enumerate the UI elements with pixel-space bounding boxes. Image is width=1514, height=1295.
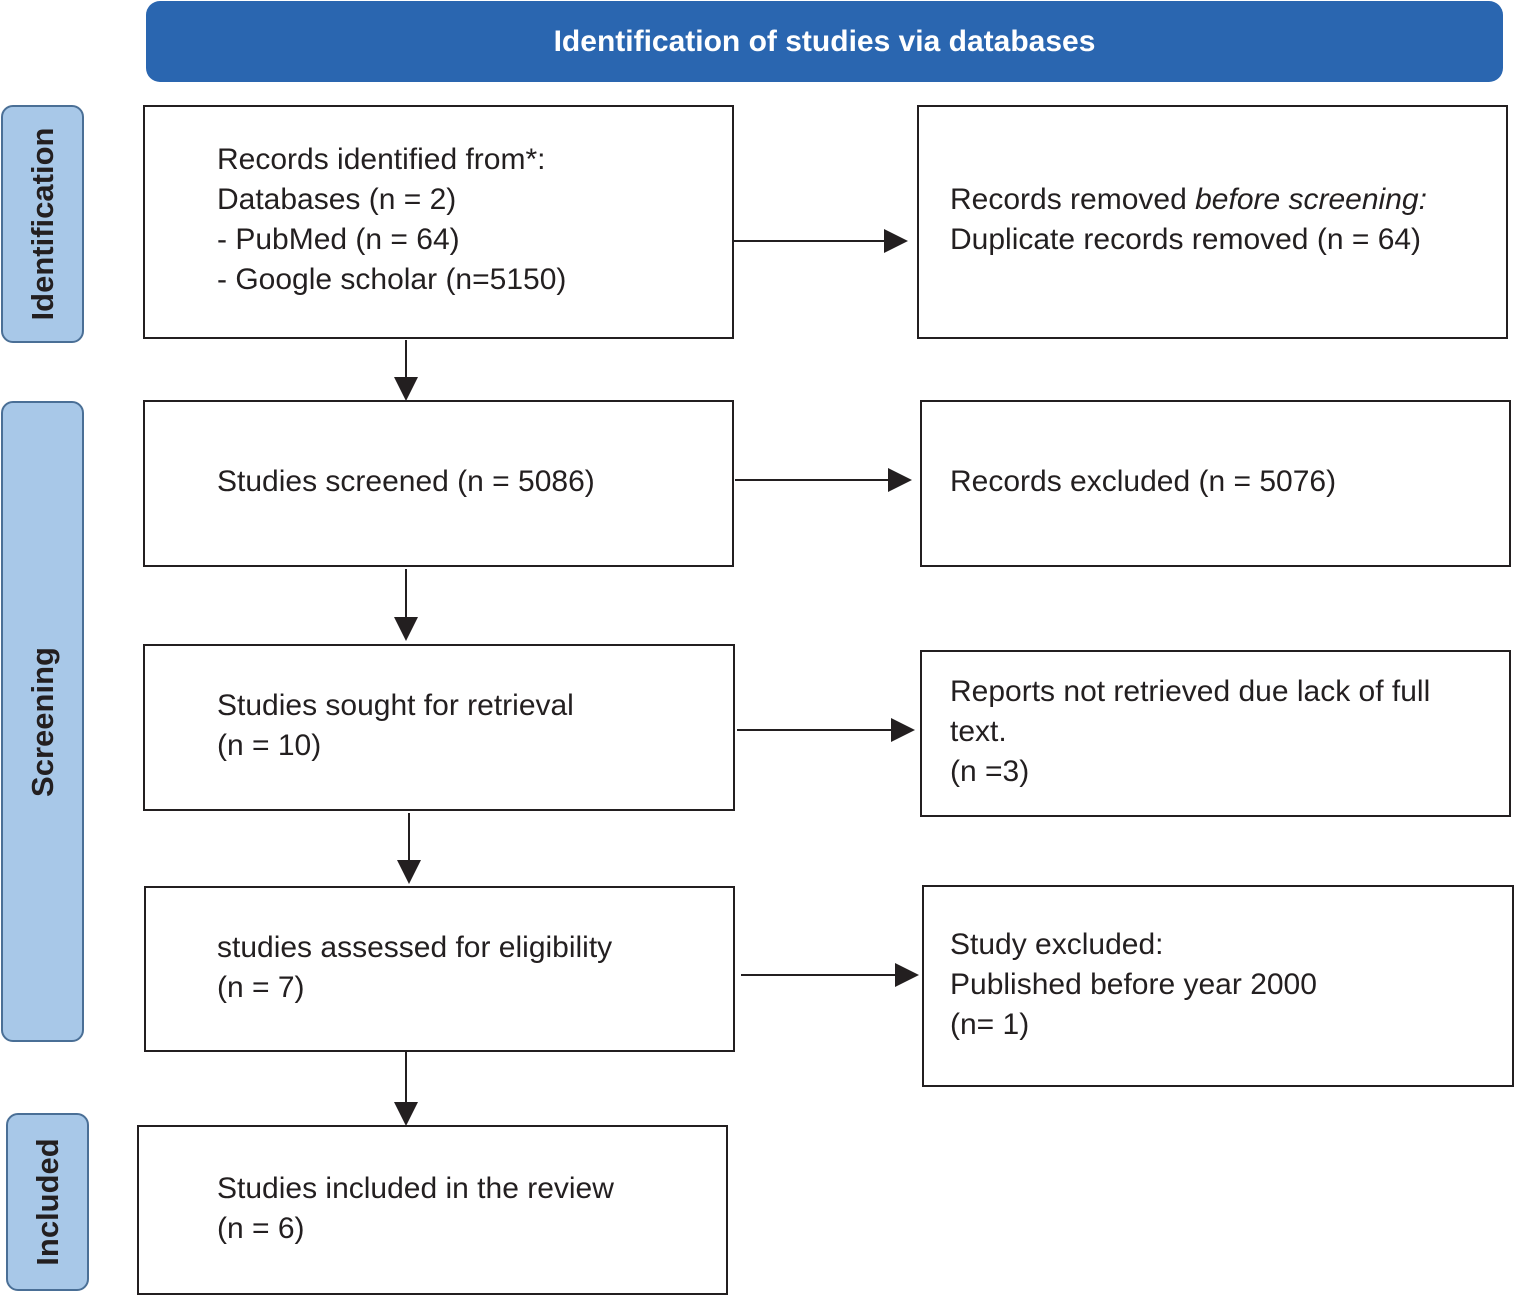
- included-review-text: Studies included in the review: [217, 1172, 614, 1205]
- arrow-assessed-to-included-head: [394, 1102, 418, 1126]
- arrow-assessed-to-excluded-head: [895, 963, 919, 987]
- assessed-eligibility-count: (n = 7): [217, 971, 305, 1004]
- arrow-screened-to-sought-head: [394, 617, 418, 641]
- study-excluded-count: (n= 1): [950, 1008, 1030, 1041]
- pubmed-count: - PubMed (n = 64): [217, 223, 460, 256]
- sought-retrieval-text: Studies sought for retrieval: [217, 689, 574, 722]
- arrow-identified-to-screened-head: [394, 377, 418, 401]
- databases-count: Databases (n = 2): [217, 183, 457, 216]
- arrow-screened-to-excluded-head: [888, 468, 912, 492]
- not-retrieved-count: (n =3): [950, 755, 1030, 788]
- included-review-count: (n = 6): [217, 1212, 305, 1245]
- duplicates-removed-text: Duplicate records removed (n = 64): [950, 223, 1422, 256]
- header-title: Identification of studies via databases: [553, 24, 1096, 58]
- assessed-eligibility-box: studies assessed for eligibility (n = 7): [144, 886, 735, 1052]
- included-review-box: Studies included in the review (n = 6): [137, 1125, 728, 1295]
- records-removed-box: Records removed before screening: Duplic…: [917, 105, 1508, 339]
- arrow-sought-to-assessed-head: [397, 860, 421, 884]
- study-excluded-heading: Study excluded:: [950, 928, 1164, 961]
- records-identified-heading: Records identified from*:: [217, 143, 546, 176]
- not-retrieved-box: Reports not retrieved due lack of full t…: [920, 650, 1511, 817]
- arrow-sought-to-not-retrieved-head: [891, 718, 915, 742]
- records-removed-emphasis: before screening:: [1195, 183, 1427, 216]
- google-scholar-count: - Google scholar (n=5150): [217, 263, 567, 296]
- arrow-identified-to-removed-head: [884, 229, 908, 253]
- records-removed-heading: Records removed before screening:: [950, 180, 1427, 220]
- phase-label-included: Included: [6, 1113, 89, 1291]
- phase-label-screening: Screening: [1, 401, 84, 1042]
- header-banner: Identification of studies via databases: [146, 1, 1503, 82]
- studies-screened-text: Studies screened (n = 5086): [217, 465, 595, 498]
- records-identified-box: Records identified from*: Databases (n =…: [143, 105, 734, 339]
- sought-retrieval-count: (n = 10): [217, 729, 322, 762]
- study-excluded-box: Study excluded: Published before year 20…: [922, 885, 1514, 1087]
- records-excluded-text: Records excluded (n = 5076): [950, 465, 1337, 498]
- not-retrieved-text: Reports not retrieved due lack of full t…: [950, 675, 1431, 748]
- records-excluded-box: Records excluded (n = 5076): [920, 400, 1511, 567]
- records-removed-prefix: Records removed: [950, 183, 1196, 216]
- study-excluded-reason: Published before year 2000: [950, 968, 1317, 1001]
- sought-retrieval-box: Studies sought for retrieval (n = 10): [143, 644, 735, 811]
- assessed-eligibility-text: studies assessed for eligibility: [217, 931, 613, 964]
- phase-label-identification: Identification: [1, 105, 84, 343]
- studies-screened-box: Studies screened (n = 5086): [143, 400, 734, 567]
